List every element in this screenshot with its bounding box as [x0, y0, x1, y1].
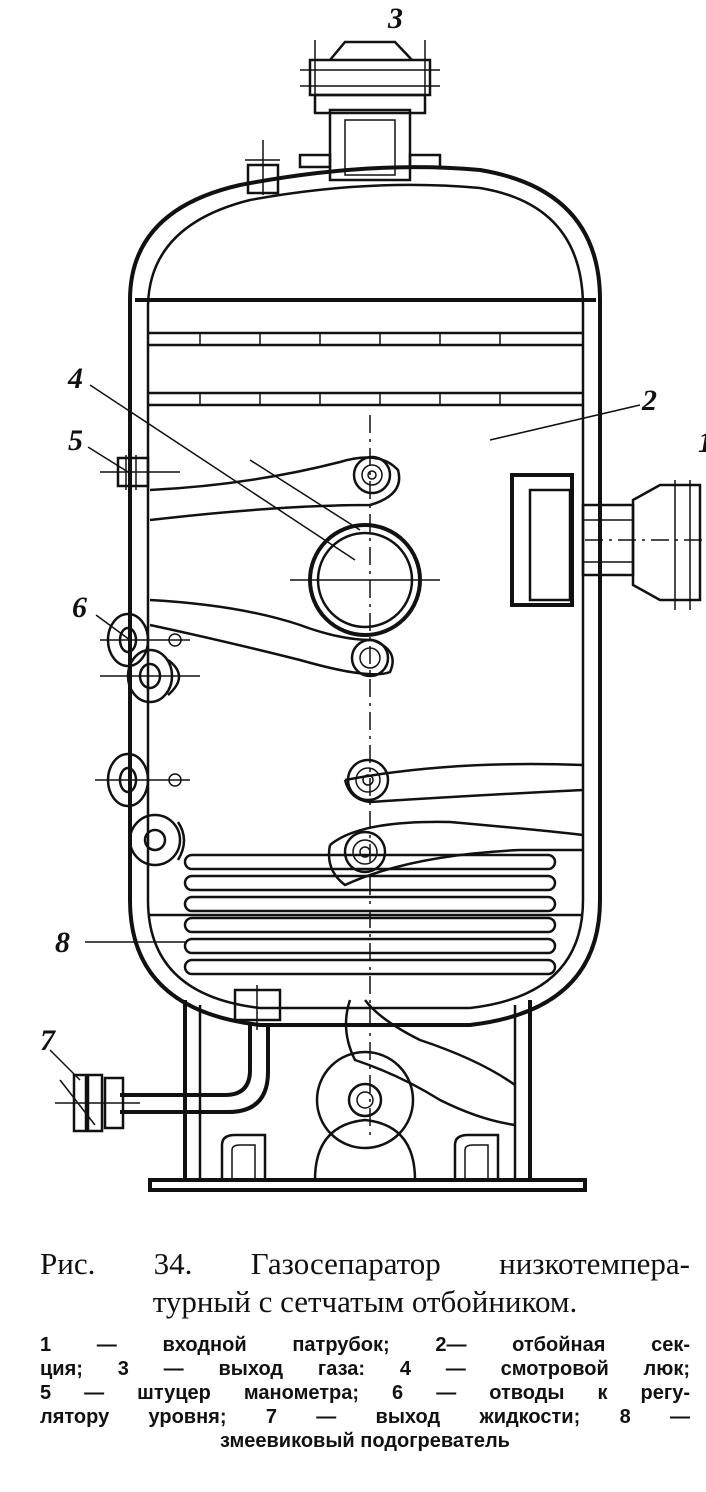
inspection-hatch	[290, 523, 440, 637]
demister-section	[135, 298, 596, 407]
leader-lines	[49, 384, 641, 1081]
middle-nozzle-circle	[350, 638, 390, 678]
label-8: 8	[55, 926, 70, 959]
heater-nozzle-circle	[343, 830, 387, 874]
vessel-shell-outer	[128, 165, 602, 1027]
top-fitting	[245, 140, 280, 195]
label-5: 5	[68, 424, 83, 457]
caption-legend: 1 — входной патрубок; 2— отбойная сек- ц…	[40, 1333, 690, 1453]
label-4: 4	[67, 362, 83, 395]
vessel-shell-inner	[146, 183, 585, 1010]
level-regulator-outlets	[95, 612, 200, 867]
caption-title-line-1: Рис. 34. Газосепаратор низкотемпера-	[40, 1246, 690, 1281]
middle-baffle	[149, 598, 394, 676]
legend-line-2: ция; 3 — выход газа: 4 — смотровой люк;	[40, 1358, 690, 1380]
skirt-support	[148, 999, 587, 1192]
gas-outlet-nozzle	[298, 40, 442, 182]
figure-caption: Рис. 34. Газосепаратор низкотемпера- тур…	[40, 1245, 690, 1453]
coil-heater	[148, 853, 583, 976]
pressure-gauge-fitting	[100, 455, 180, 490]
label-1: 1	[698, 426, 706, 459]
liquid-outlet-pipe	[55, 985, 282, 1133]
legend-line-5: змеевиковый подогреватель	[220, 1430, 510, 1452]
caption-title-line-2: турный с сетчатым отбойником.	[152, 1284, 578, 1319]
separator-drawing: 3 4 2 5 1 6 8 7	[40, 2, 706, 1192]
lower-nozzle-circle	[346, 758, 390, 802]
legend-line-1: 1 — входной патрубок; 2— отбойная сек-	[40, 1334, 690, 1356]
label-6: 6	[72, 591, 87, 624]
upper-nozzle-circle	[352, 455, 392, 495]
inlet-nozzle	[510, 473, 706, 610]
legend-line-3: 5 — штуцер манометра; 6 — отводы к регу-	[40, 1382, 690, 1404]
label-7: 7	[40, 1024, 56, 1057]
label-3: 3	[387, 2, 403, 35]
legend-line-4: лятору уровня; 7 — выход жидкости; 8 —	[40, 1406, 690, 1428]
label-2: 2	[641, 384, 657, 417]
